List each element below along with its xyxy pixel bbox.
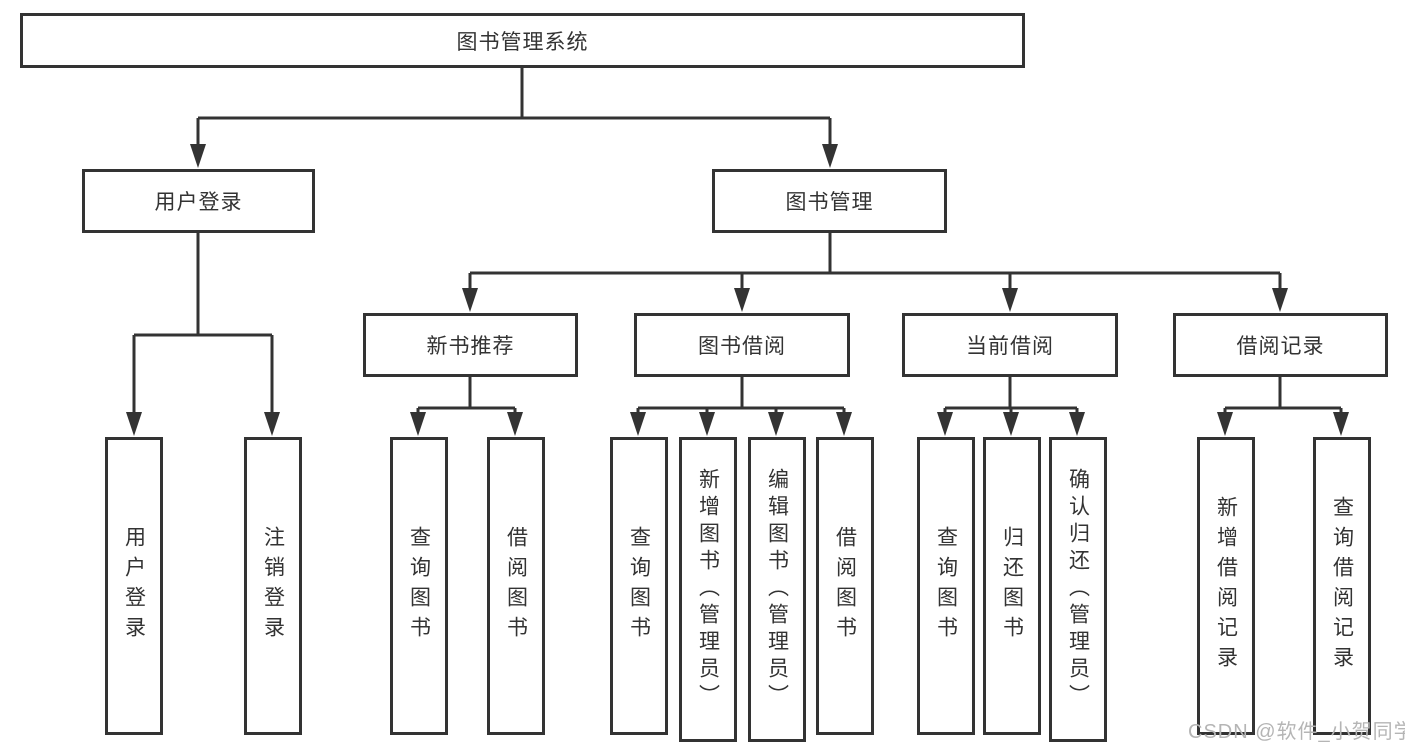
arrowhead-icon [1272,288,1288,312]
leaf-borrow-edit-books-admin: 编辑图书（管理员） [748,437,806,742]
leaf-current-return-books: 归还图书 [983,437,1041,735]
connector-new-book-recommend-to-leaves [416,377,517,418]
leaf-label: 新增借阅记录 [1214,496,1238,676]
leaf-record-query-borrow-record: 查询借阅记录 [1313,437,1371,735]
leaf-label: 归还图书 [1000,526,1024,646]
node-book-borrow: 图书借阅 [634,313,850,377]
leaf-label: 查询图书 [934,526,958,646]
leaf-label: 新增图书（管理员） [696,468,720,711]
arrowhead-icon [1217,412,1233,436]
arrowhead-icon [734,288,750,312]
node-current-borrow: 当前借阅 [902,313,1118,377]
watermark: CSDN @软件_小贺同学 [1188,721,1405,743]
arrowhead-icon [1002,288,1018,312]
node-new-book-recommend: 新书推荐 [363,313,578,377]
leaf-borrow-query-books: 查询图书 [610,437,668,735]
arrowhead-icon [768,412,784,436]
arrowhead-icon [462,288,478,312]
leaf-label: 编辑图书（管理员） [765,468,789,711]
leaf-label: 借阅图书 [833,526,857,646]
node-book-management: 图书管理 [712,169,947,233]
arrowhead-icon [699,412,715,436]
leaf-current-confirm-return-admin: 确认归还（管理员） [1049,437,1107,742]
arrowhead-icon [937,412,953,436]
connector-root-to-level2 [196,68,832,150]
node-user-login: 用户登录 [82,169,315,233]
leaf-label: 用户登录 [122,526,146,646]
leaf-label: 查询图书 [407,526,431,646]
arrowhead-icon [630,412,646,436]
connector-borrow-record-to-leaves [1223,377,1343,418]
leaf-label: 查询借阅记录 [1330,496,1354,676]
leaf-record-add-borrow-record: 新增借阅记录 [1197,437,1255,735]
leaf-label: 借阅图书 [504,526,528,646]
leaf-user-login: 用户登录 [105,437,163,735]
arrowhead-icon [507,412,523,436]
leaf-logout: 注销登录 [244,437,302,735]
leaf-label: 查询图书 [627,526,651,646]
arrowhead-icon [190,144,206,168]
arrowhead-icon [264,412,280,436]
connector-current-borrow-to-leaves [943,377,1079,418]
connector-book-borrow-to-leaves [636,377,846,418]
arrowhead-icon [822,144,838,168]
arrowheads [126,144,1349,436]
leaf-label: 确认归还（管理员） [1066,468,1090,711]
node-library-management-system: 图书管理系统 [20,13,1025,68]
arrowhead-icon [126,412,142,436]
arrowhead-icon [410,412,426,436]
node-borrow-record: 借阅记录 [1173,313,1388,377]
leaf-current-query-books: 查询图书 [917,437,975,735]
connector-book-management-to-level3 [468,233,1282,294]
leaf-recommend-borrow-books: 借阅图书 [487,437,545,735]
leaf-borrow-add-books-admin: 新增图书（管理员） [679,437,737,742]
arrowhead-icon [836,412,852,436]
leaf-borrow-borrow-books: 借阅图书 [816,437,874,735]
arrowhead-icon [1069,412,1085,436]
arrowhead-icon [1003,412,1019,436]
arrowhead-icon [1333,412,1349,436]
connector-user-login-to-leaves [132,233,274,418]
leaf-label: 注销登录 [261,526,285,646]
leaf-recommend-query-books: 查询图书 [390,437,448,735]
